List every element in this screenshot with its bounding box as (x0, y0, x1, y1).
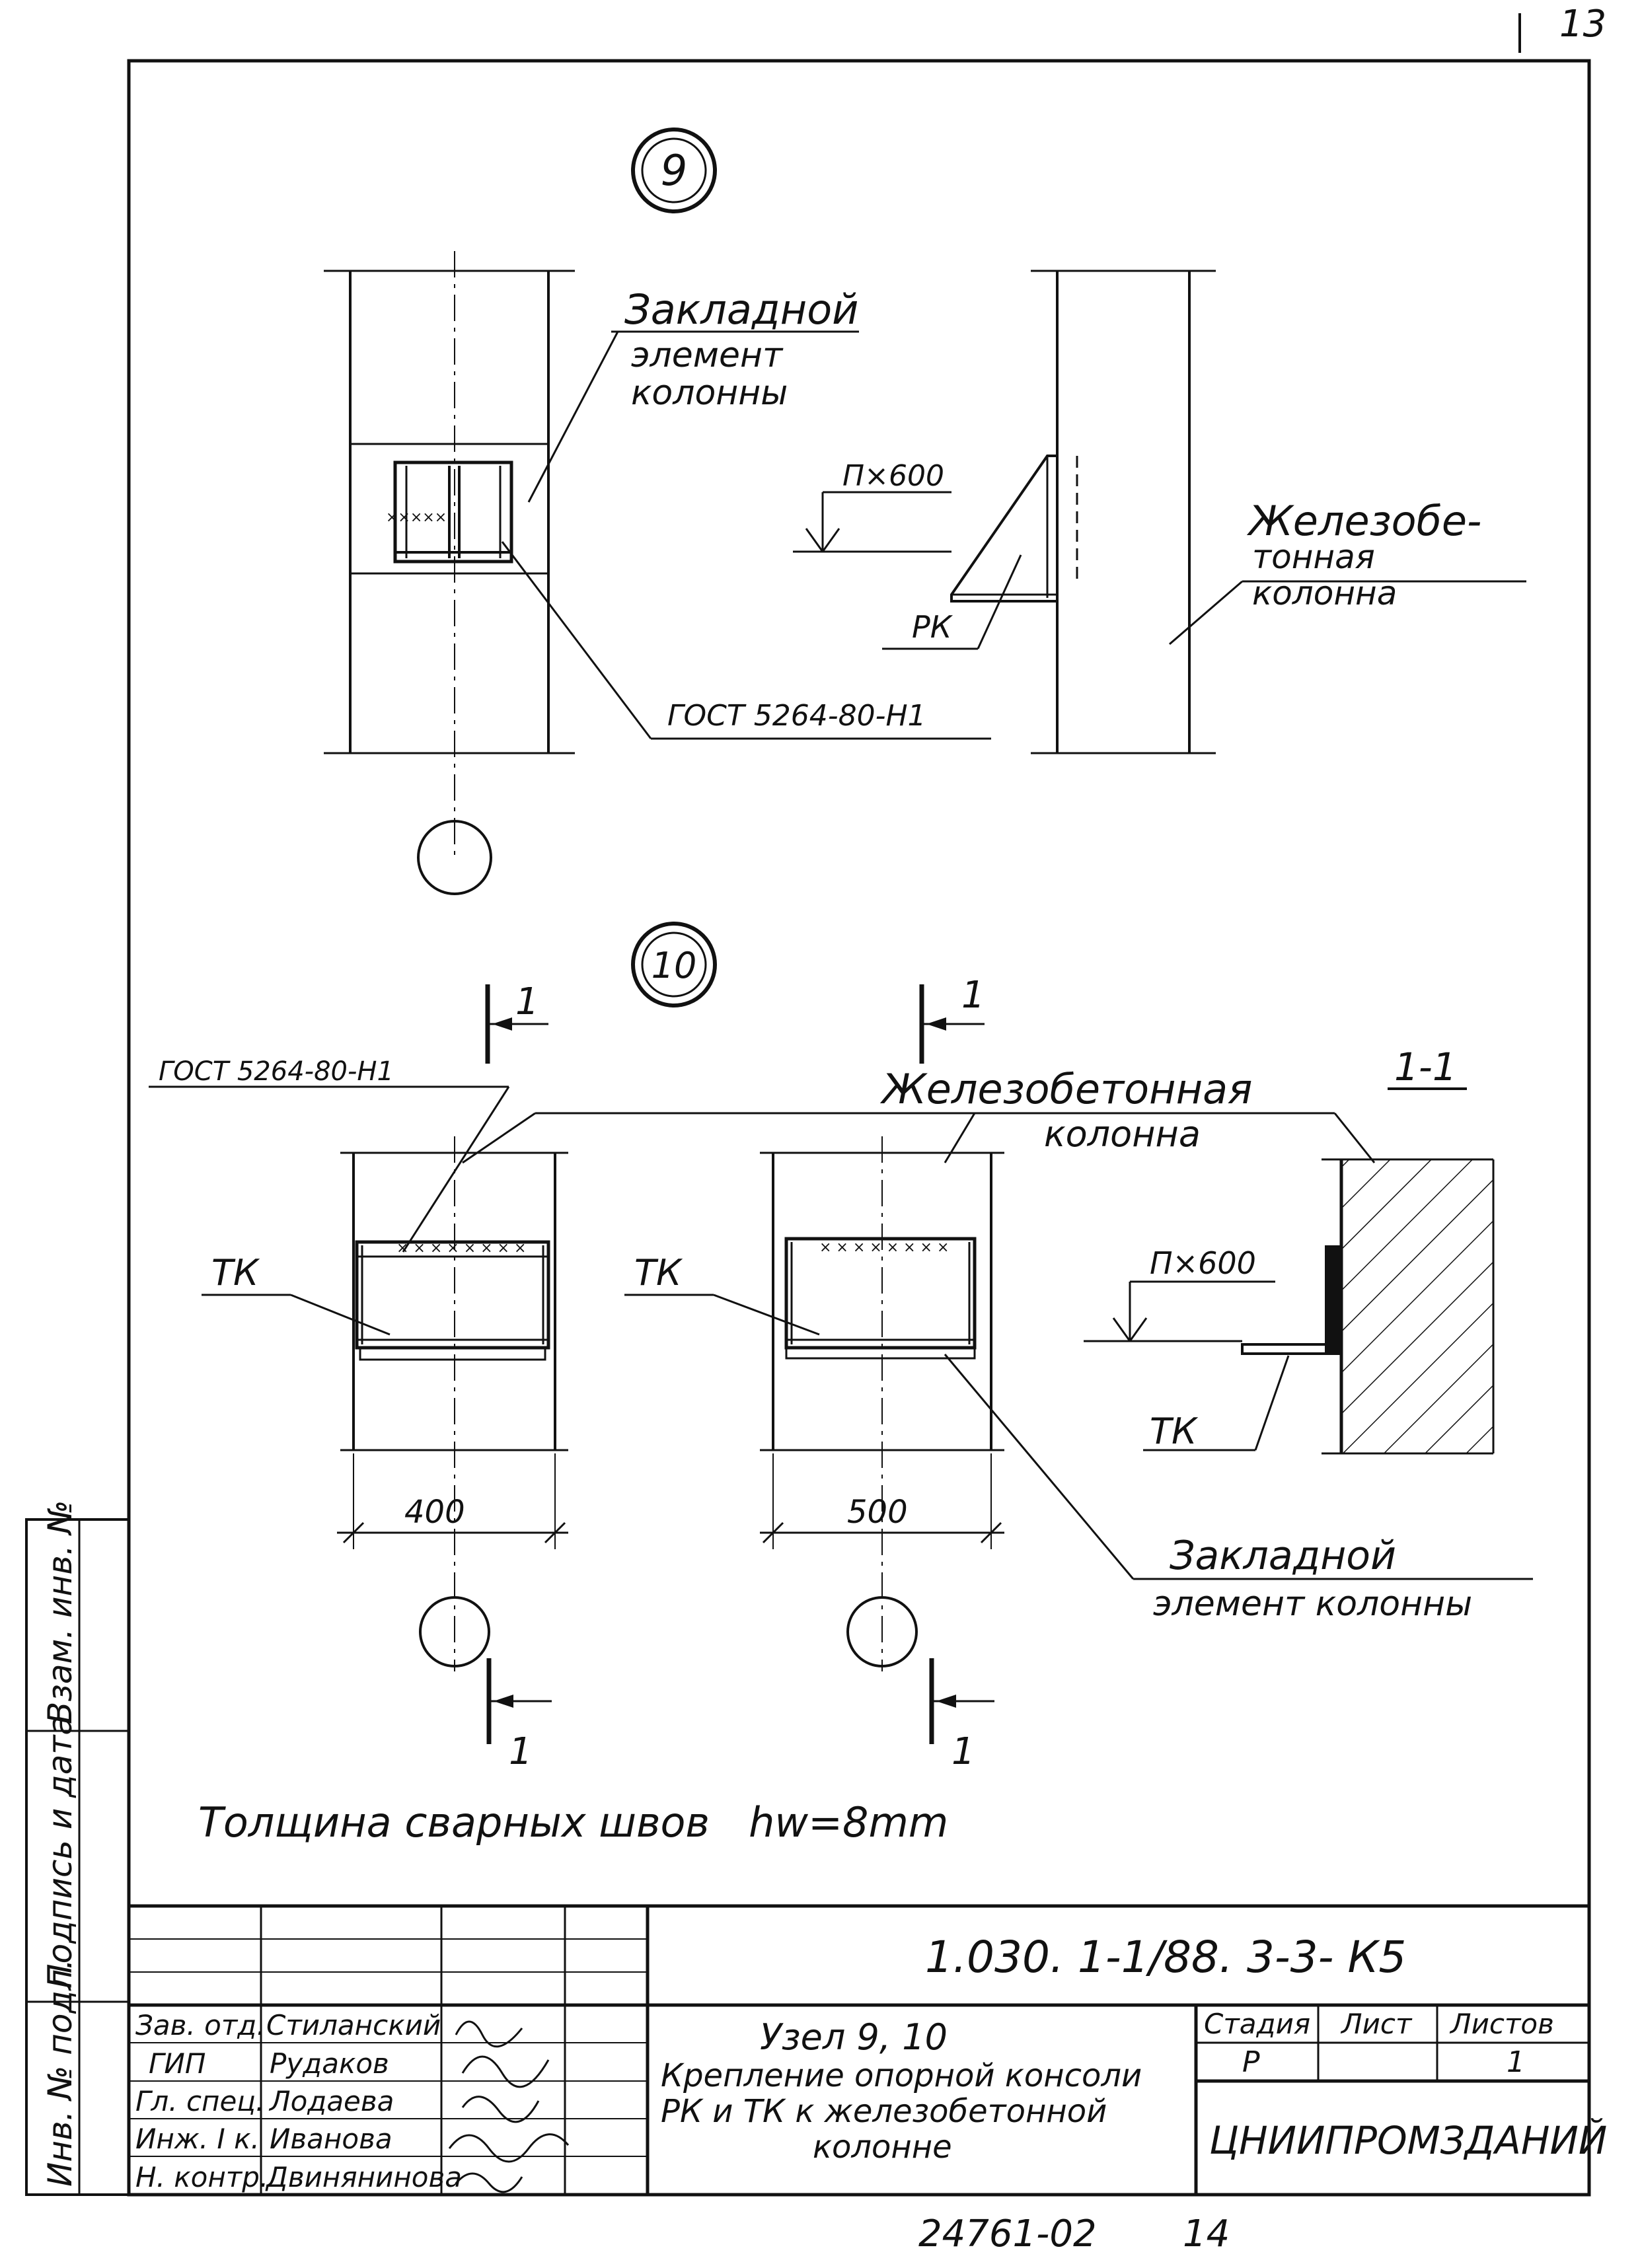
svg-text:× × × × × × × ×: × × × × × × × × (396, 1240, 526, 1257)
section-1-1-tk-leader (1254, 1355, 1290, 1451)
node-10-embedded-label-2: элемент колонны (1153, 1584, 1472, 1624)
section-mark-bottom-left (486, 1658, 552, 1744)
node-9-rk-label: РК (912, 609, 953, 645)
sheet-frame (127, 13, 1591, 2197)
sheet-header: Лист (1340, 2008, 1413, 2040)
node-9-column-leader (1169, 580, 1243, 645)
node-10-tk-left: ТК (211, 1252, 260, 1294)
node-10-marker (631, 922, 717, 1007)
node-10-axis-bubble-left (419, 1596, 490, 1667)
section-mark-bottom-right-label: 1 (951, 1730, 975, 1773)
node-10-tk-left-leader (290, 1294, 391, 1336)
node-10-column-400: × × × × × × × × (340, 1136, 568, 1671)
section-1-1-level-label: П×600 (1150, 1245, 1256, 1281)
sheet-title-line-2: Крепление опорной консоли (661, 2057, 1142, 2094)
node-10-dimension-400-label: 400 (404, 1494, 465, 1531)
node-10-embedded-label-1: Закладной (1170, 1533, 1396, 1579)
signer-role-2: ГИП (149, 2047, 205, 2080)
section-1-1-column (1322, 1158, 1495, 1455)
section-mark-top-left (485, 984, 548, 1064)
node-10-weld-gost: ГОСТ 5264-80-Н1 (159, 1056, 394, 1087)
section-1-1-console-tk (1241, 1245, 1343, 1355)
sheet-title-line-4: колонне (813, 2129, 952, 2166)
side-stamp-inv-no: Инв. № подл. (41, 1959, 79, 2187)
signer-role-1: Зав. отд. (135, 2009, 266, 2041)
section-mark-bottom-right (929, 1658, 994, 1744)
bottom-page: 14 (1183, 2213, 1230, 2255)
node-9-console-rk (950, 455, 1059, 603)
node-10-gost-leader (402, 1086, 510, 1253)
section-1-1-title: 1-1 (1394, 1044, 1457, 1089)
side-stamp (25, 1518, 130, 2196)
section-mark-top-left-label: 1 (515, 980, 539, 1023)
node-10-number: 10 (652, 945, 697, 986)
stage-header: Стадия (1204, 2008, 1310, 2040)
node-9-column-label-2: тонная (1252, 538, 1375, 576)
node-9-axis-bubble (417, 820, 492, 895)
node-10-tk-middle: ТК (634, 1252, 683, 1294)
node-10-tk-middle-leader (713, 1294, 820, 1336)
node-9-embedded-label-1: Закладной (624, 285, 858, 334)
section-1-1-level-mark (1084, 1280, 1275, 1342)
bottom-number: 24761-02 (918, 2213, 1097, 2255)
node-10-column-label-1: Железобетонная (879, 1065, 1252, 1113)
node-9-gost-leader (501, 541, 652, 739)
signer-name-2: Рудаков (270, 2047, 389, 2080)
section-mark-top-right-label: 1 (961, 974, 985, 1017)
signer-name-3: Лодаева (268, 2085, 394, 2117)
node-9-column-label-1: Железобе- (1246, 497, 1481, 545)
document-code: 1.030. 1-1/88. 3-3- К5 (925, 1932, 1406, 1983)
node-10-column-label-2: колонна (1044, 1113, 1201, 1155)
node-9-marker (631, 128, 717, 213)
node-9-weld-gost: ГОСТ 5264-80-Н1 (667, 699, 926, 733)
stage-value: Р (1242, 2045, 1260, 2079)
node-9-column-label-3: колонна (1252, 574, 1397, 612)
node-10-axis-bubble-middle (846, 1596, 918, 1667)
node-9-column-front (324, 251, 575, 859)
signature-marks (448, 2020, 570, 2193)
node-9-level-label: П×600 (842, 459, 944, 493)
sheets-value: 1 (1507, 2045, 1525, 2079)
signer-role-5: Н. контр. (135, 2161, 268, 2193)
node-10-column-leader-mid (944, 1113, 976, 1163)
page-corner-number: 13 (1559, 3, 1606, 46)
side-stamp-sign-date: Подпись и дата (41, 1715, 79, 1989)
node-9-embedded-label-2: элемент (631, 336, 784, 375)
svg-text:× × × × × × × ×: × × × × × × × × (819, 1239, 949, 1256)
node-10-column-leader-left (462, 1112, 536, 1164)
node-10-dimension-400 (337, 1453, 568, 1549)
sheet-title-line-3: РК и ТК к железобетонной (661, 2093, 1107, 2130)
node-10-column-leader-right (1333, 1113, 1376, 1163)
node-9-embedded-label-3: колонны (631, 373, 788, 413)
node-9-embedded-leader (527, 331, 619, 503)
svg-text:×××××: ××××× (386, 509, 447, 526)
node-10-column-500: × × × × × × × × (760, 1136, 1004, 1671)
sheets-header: Листов (1449, 2008, 1554, 2040)
node-9-number: 9 (661, 147, 688, 196)
sheet-title-line-1: Узел 9, 10 (760, 2016, 948, 2058)
organization-name: ЦНИИПРОМЗДАНИЙ (1209, 2117, 1607, 2163)
side-stamp-replace-inv: Взам. инв. № (41, 1500, 79, 1724)
node-10-dimension-500-label: 500 (847, 1494, 908, 1531)
signer-name-5: Двинянинова (265, 2161, 462, 2193)
weld-thickness-note: Толщина сварных швов hw=8mm (198, 1798, 948, 1847)
node-9-rk-leader (977, 554, 1022, 649)
signer-name-1: Стиланский (266, 2009, 441, 2041)
section-1-1-tk-label: ТК (1150, 1410, 1199, 1452)
section-mark-top-right (919, 984, 985, 1064)
section-mark-bottom-left-label: 1 (509, 1730, 533, 1773)
node-10-dimension-500 (760, 1453, 1004, 1549)
node-9-level-mark (793, 491, 951, 553)
signer-name-4: Иванова (270, 2123, 392, 2155)
title-block-grid (129, 1904, 1589, 2195)
signer-role-4: Инж. I к. (135, 2123, 260, 2155)
signer-role-3: Гл. спец. (135, 2085, 264, 2117)
node-9-embedded-plate: ××××× (386, 460, 513, 564)
node-10-embedded-leader (944, 1354, 1135, 1580)
